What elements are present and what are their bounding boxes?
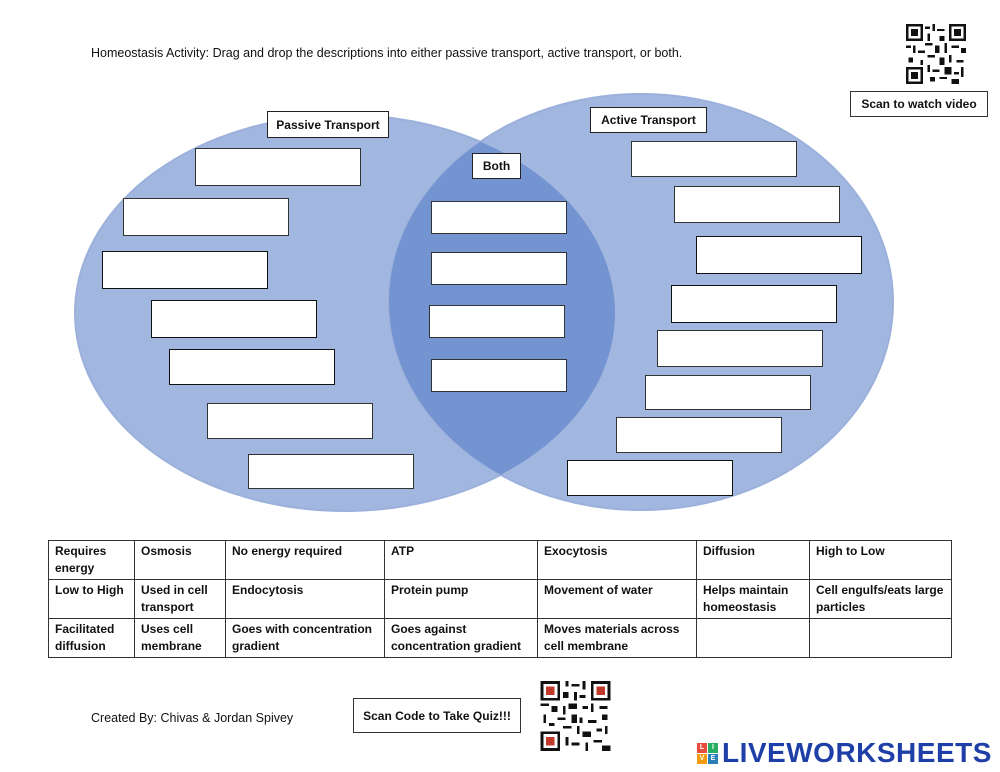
scan-quiz-button[interactable]: Scan Code to Take Quiz!!! (353, 698, 521, 733)
active-transport-label: Active Transport (590, 107, 707, 133)
active-drop-zone[interactable] (567, 460, 733, 496)
option-item[interactable]: Used in cell transport (134, 579, 226, 619)
option-item[interactable]: Endocytosis (225, 579, 385, 619)
both-drop-zone[interactable] (431, 252, 567, 285)
both-drop-zone[interactable] (431, 359, 567, 392)
option-item[interactable]: Goes with concentration gradient (225, 618, 385, 658)
active-drop-zone[interactable] (631, 141, 797, 177)
passive-drop-zone[interactable] (123, 198, 289, 236)
empty-cell (696, 618, 810, 658)
passive-drop-zone[interactable] (195, 148, 361, 186)
qr-code-video (906, 24, 966, 84)
option-item[interactable]: Uses cell membrane (134, 618, 226, 658)
passive-transport-label: Passive Transport (267, 111, 389, 138)
active-drop-zone[interactable] (696, 236, 862, 274)
credit-text: Created By: Chivas & Jordan Spivey (91, 711, 294, 725)
option-item[interactable]: Low to High (48, 579, 135, 619)
option-item[interactable]: Goes against concentration gradient (384, 618, 538, 658)
instructions: Homeostasis Activity: Drag and drop the … (91, 46, 683, 60)
passive-drop-zone[interactable] (151, 300, 317, 338)
option-item[interactable]: Diffusion (696, 540, 810, 580)
passive-drop-zone[interactable] (248, 454, 414, 489)
options-table: Requires energy Osmosis No energy requir… (48, 540, 952, 658)
active-drop-zone[interactable] (657, 330, 823, 367)
option-item[interactable]: Helps maintain homeostasis (696, 579, 810, 619)
option-item[interactable]: Cell engulfs/eats large particles (809, 579, 952, 619)
table-row: Requires energy Osmosis No energy requir… (48, 540, 952, 580)
active-drop-zone[interactable] (616, 417, 782, 453)
active-drop-zone[interactable] (674, 186, 840, 223)
scan-video-button[interactable]: Scan to watch video (850, 91, 988, 117)
option-item[interactable]: Facilitated diffusion (48, 618, 135, 658)
option-item[interactable]: Moves materials across cell membrane (537, 618, 697, 658)
passive-drop-zone[interactable] (207, 403, 373, 439)
option-item[interactable]: High to Low (809, 540, 952, 580)
overlap-region (389, 115, 615, 510)
brand-text: LIVEWORKSHEETS (722, 737, 992, 768)
option-item[interactable]: Requires energy (48, 540, 135, 580)
empty-cell (809, 618, 952, 658)
both-label: Both (472, 153, 521, 179)
qr-code-quiz (540, 681, 611, 751)
option-item[interactable]: Movement of water (537, 579, 697, 619)
both-drop-zone[interactable] (429, 305, 565, 338)
table-row: Low to High Used in cell transport Endoc… (48, 579, 952, 619)
option-item[interactable]: ATP (384, 540, 538, 580)
option-item[interactable]: Exocytosis (537, 540, 697, 580)
passive-drop-zone[interactable] (102, 251, 268, 289)
both-drop-zone[interactable] (431, 201, 567, 234)
option-item[interactable]: Protein pump (384, 579, 538, 619)
passive-drop-zone[interactable] (169, 349, 335, 385)
active-drop-zone[interactable] (671, 285, 837, 323)
active-drop-zone[interactable] (645, 375, 811, 410)
table-row: Facilitated diffusion Uses cell membrane… (48, 618, 952, 658)
option-item[interactable]: No energy required (225, 540, 385, 580)
option-item[interactable]: Osmosis (134, 540, 226, 580)
liveworksheets-logo: L I V E LIVEWORKSHEETS (697, 737, 992, 769)
liveworksheets-mark-icon: L I V E (697, 742, 718, 764)
